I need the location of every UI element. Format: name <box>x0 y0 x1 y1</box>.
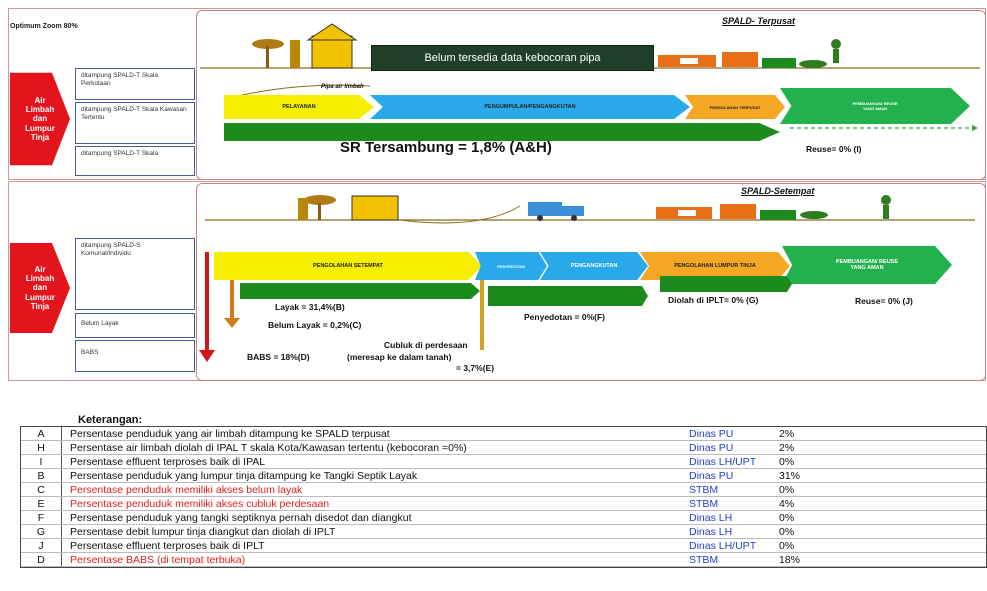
legend-row: C Persentase penduduk memiliki akses belu… <box>21 483 986 497</box>
title-spald-terpusat: SPALD- Terpusat <box>722 16 796 26</box>
stage-pembuangan-top: PEMBUANGAN/ REUSE YANG AMAN <box>780 88 970 124</box>
legend-agency: Dinas PU <box>689 441 734 454</box>
legend-row: E Persentase penduduk memiliki akses cubl… <box>21 497 986 511</box>
legend-title: Keterangan: <box>78 414 143 426</box>
legend-desc: Persentase air limbah diolah di IPAL T s… <box>61 441 689 454</box>
stage-pengolahan-lumpur: PENGOLAHAN LUMPUR TINJA <box>640 252 790 280</box>
sr-tersambung-label: SR Tersambung = 1,8% (A&H) <box>340 139 552 156</box>
legend-value: 2% <box>779 427 795 440</box>
box-skala-kawasan: ditampung SPALD-T Skala Kawasan Tertentu <box>75 102 195 144</box>
box-belum-layak: Belum Layak <box>75 313 195 338</box>
legend-agency: STBM <box>689 483 719 496</box>
reuse-top-label: Reuse= 0% (I) <box>806 144 862 154</box>
legend-code: G <box>36 525 46 538</box>
legend-value: 4% <box>779 497 795 510</box>
legend-code: H <box>37 441 45 454</box>
green-arrow-layak <box>240 283 480 299</box>
legend-value: 31% <box>779 469 801 482</box>
legend-agency: Dinas PU <box>689 469 734 482</box>
tree-icon <box>252 39 284 49</box>
legend-desc: Persentase penduduk yang air limbah dita… <box>61 427 689 440</box>
legend-desc: Persentase penduduk memiliki akses cublu… <box>61 497 689 510</box>
legend-code: E <box>37 497 45 510</box>
legend-agency: STBM <box>689 497 719 510</box>
legend-value: 18% <box>779 553 801 566</box>
legend-row: D Persentase BABS (di tempat terbuka)STBM… <box>21 553 986 567</box>
cubluk-label-2: (meresap ke dalam tanah) <box>347 352 452 362</box>
legend-code: I <box>39 455 43 468</box>
legend-desc: Persentase penduduk yang lumpur tinja di… <box>61 469 689 482</box>
legend-agency: Dinas LH/UPT <box>689 539 757 552</box>
legend-code: B <box>37 469 45 482</box>
legend-row: B Persentase penduduk yang lumpur tinja d… <box>21 469 986 483</box>
belum-layak-label: Belum Layak = 0,2%(C) <box>268 320 362 330</box>
legend-agency: Dinas LH <box>689 511 733 524</box>
legend-desc: Persentase debit lumpur tinja diangkut d… <box>61 525 689 538</box>
stage-pembuangan-bottom: PEMBUANGAN/ REUSE YANG AMAN <box>782 246 952 284</box>
legend-row: F Persentase penduduk yang tangki septikn… <box>21 511 986 525</box>
layak-label: Layak = 31,4%(B) <box>275 302 345 312</box>
latrine-icon <box>311 35 353 69</box>
box-babs: BABS <box>75 340 195 372</box>
legend-table: A Persentase penduduk yang air limbah dit… <box>20 426 987 568</box>
legend-row: A Persentase penduduk yang air limbah dit… <box>21 427 986 441</box>
stage-pengangkutan: PENGANGKUTAN <box>540 252 648 280</box>
legend-code: D <box>37 553 45 566</box>
legend-row: I Persentase effluent terproses baik di I… <box>21 455 986 469</box>
cubluk-label-3: = 3,7%(E) <box>456 363 495 373</box>
legend-code: C <box>37 483 45 496</box>
pipe-label: Pipa air limbah <box>321 84 364 90</box>
cubluk-label-1: Cubluk di perdesaan <box>384 340 468 350</box>
legend-agency: Dinas LH <box>689 525 733 538</box>
babs-label: BABS = 18%(D) <box>247 352 310 362</box>
box-skala: ditampung SPALD-T Skala <box>75 146 195 176</box>
legend-desc: Persentase effluent terproses baik di IP… <box>61 455 689 468</box>
farmer-icon <box>831 39 841 49</box>
legend-value: 0% <box>779 511 795 524</box>
stage-pengumpulan: PENGUMPULAN/PENGANGKUTAN <box>370 95 690 119</box>
legend-value: 2% <box>779 441 795 454</box>
stage-pengolahan-setempat: PENGOLAHAN SETEMPAT <box>214 252 482 280</box>
legend-desc: Persentase penduduk yang tangki septikny… <box>61 511 689 524</box>
legend-row: H Persentase air limbah diolah di IPAL T … <box>21 441 986 455</box>
legend-desc: Persentase BABS (di tempat terbuka) <box>61 553 689 566</box>
legend-value: 0% <box>779 539 795 552</box>
legend-agency: Dinas LH/UPT <box>689 455 757 468</box>
green-arrow-iplt <box>660 276 792 292</box>
legend-row: J Persentase effluent terproses baik di I… <box>21 539 986 553</box>
legend-agency: STBM <box>689 553 719 566</box>
legend-value: 0% <box>779 483 795 496</box>
legend-code: A <box>37 427 45 440</box>
green-arrow-top <box>224 123 780 141</box>
box-komunal-individu: ditampung SPALD-S Komunal/Individu <box>75 238 195 310</box>
legend-code: J <box>38 539 44 552</box>
reuse-bottom-label: Reuse= 0% (J) <box>855 296 913 306</box>
green-arrow-penyedotan <box>488 286 648 306</box>
legend-code: F <box>37 511 45 524</box>
stage-penyedotan: PENYEDOTAN <box>475 252 547 280</box>
truck-icon <box>528 202 562 216</box>
penyedotan-label: Penyedotan = 0%(F) <box>524 312 606 322</box>
stage-pengolahan-terpusat: PENGOLAHAN TERPUSAT <box>685 95 785 119</box>
diolah-iplt-label: Diolah di IPLT= 0% (G) <box>668 295 759 305</box>
title-spald-setempat: SPALD-Setempat <box>741 186 815 196</box>
legend-desc: Persentase penduduk memiliki akses belum… <box>61 483 689 496</box>
legend-value: 0% <box>779 455 795 468</box>
legend-row: G Persentase debit lumpur tinja diangkut … <box>21 525 986 539</box>
stage-pelayanan: PELAYANAN <box>224 95 374 119</box>
notice-banner: Belum tersedia data kebocoran pipa <box>371 45 654 71</box>
box-skala-perkotaan: ditampung SPALD-T Skala Perkotaan <box>75 68 195 100</box>
septic-latrine-icon <box>351 195 399 221</box>
legend-desc: Persentase effluent terproses baik di IP… <box>61 539 689 552</box>
zoom-note: Optimum Zoom 80% <box>10 23 78 30</box>
legend-agency: Dinas PU <box>689 427 734 440</box>
legend-value: 0% <box>779 525 795 538</box>
